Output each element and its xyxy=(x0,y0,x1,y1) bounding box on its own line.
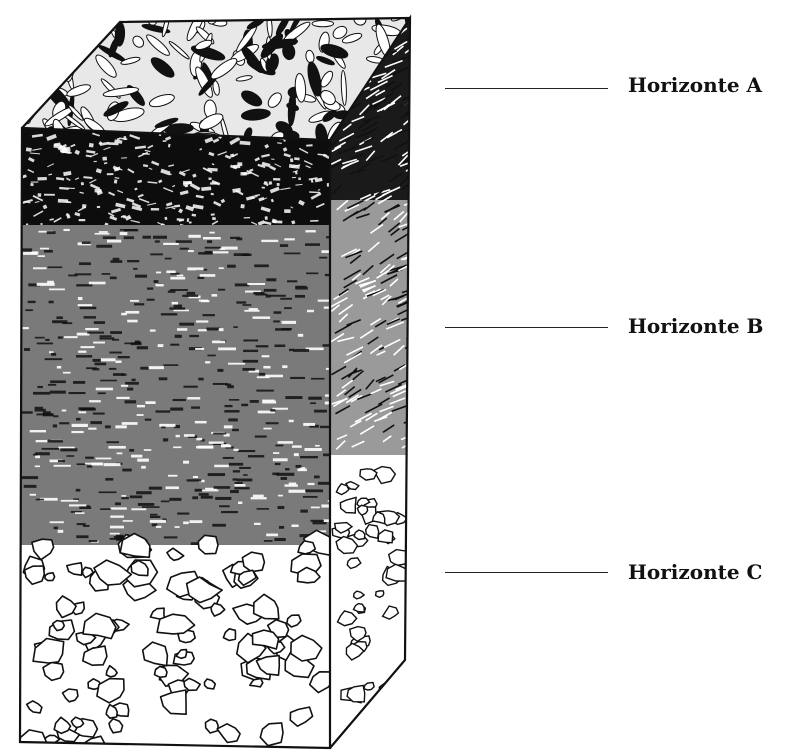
label-horizon-b: Horizonte B xyxy=(628,316,763,336)
leader-line-horizon-c xyxy=(445,572,608,573)
leader-line-horizon-a xyxy=(445,88,608,89)
leader-line-horizon-b xyxy=(445,327,608,328)
label-horizon-c: Horizonte C xyxy=(628,562,762,582)
front-face xyxy=(0,120,351,755)
label-horizon-a: Horizonte A xyxy=(628,75,762,95)
